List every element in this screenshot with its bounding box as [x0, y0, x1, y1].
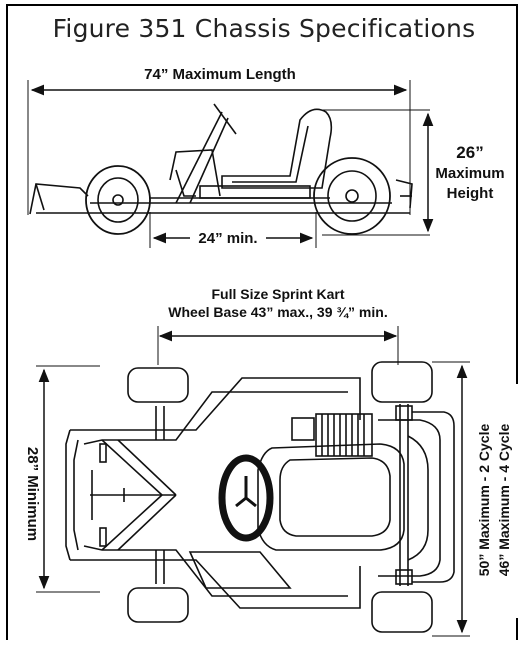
- height-line1-label: Maximum: [435, 165, 504, 182]
- width-max-2cycle-label: 50” Maximum - 2 Cycle: [476, 424, 492, 577]
- width-max-4cycle-label: 46” Maximum - 4 Cycle: [496, 424, 512, 577]
- height-value-label: 26”: [456, 143, 483, 162]
- top-view-header-line2: Wheel Base 43” max., 39 ¾” min.: [168, 304, 387, 320]
- width-min-label: 28” Minimum: [24, 447, 41, 541]
- side-view-kart: [27, 80, 430, 248]
- top-view-header-line1: Full Size Sprint Kart: [211, 286, 344, 302]
- figure-title: Figure 351 Chassis Specifications: [52, 14, 476, 43]
- height-line2-label: Height: [447, 185, 494, 202]
- min-length-label: 24” min.: [198, 230, 257, 247]
- top-view-kart: [65, 361, 455, 633]
- figure-frame: [6, 4, 518, 640]
- max-length-label: 74” Maximum Length: [144, 66, 296, 83]
